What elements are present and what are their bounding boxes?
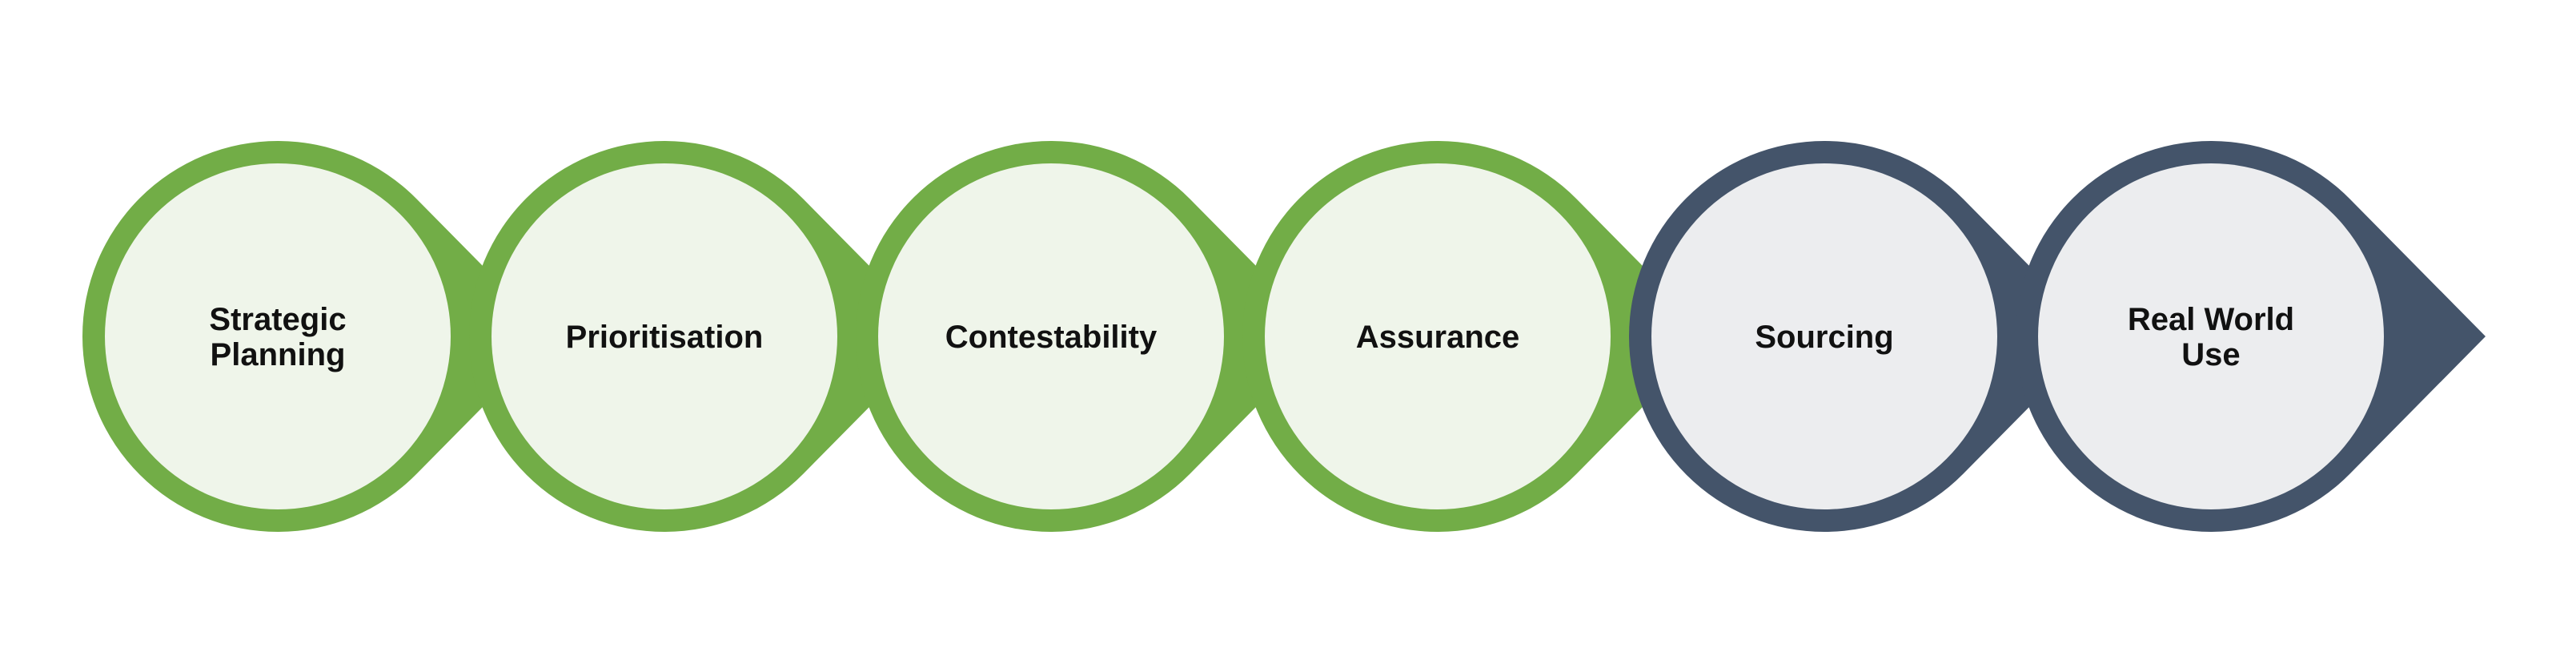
stage-label-line: Planning	[211, 337, 346, 372]
stage-label: Contestability	[945, 320, 1158, 355]
stage-circle	[105, 163, 451, 509]
stage-label-line: Real World	[2128, 302, 2294, 337]
stage-label-line: Strategic	[209, 302, 346, 337]
stage-contestability: Contestability	[855, 140, 1326, 532]
stage-label-line: Sourcing	[1755, 320, 1893, 355]
stage-label-line: Assurance	[1356, 320, 1520, 355]
stage-circle	[492, 163, 837, 509]
stage-label: Sourcing	[1755, 320, 1893, 355]
stage-label: Prioritisation	[566, 320, 764, 355]
stage-circle	[878, 163, 1224, 509]
stage-assurance: Assurance	[1242, 140, 1712, 532]
stage-label-line: Use	[2181, 337, 2240, 372]
stage-label-line: Prioritisation	[566, 320, 764, 355]
stage-sourcing: Sourcing	[1628, 140, 2099, 532]
stage-prioritisation: Prioritisation	[468, 140, 939, 532]
stage-circle	[2038, 163, 2384, 509]
stage-label: Assurance	[1356, 320, 1520, 355]
stage-label-line: Contestability	[945, 320, 1158, 355]
stage-circle	[1651, 163, 1997, 509]
stage-circle	[1265, 163, 1611, 509]
